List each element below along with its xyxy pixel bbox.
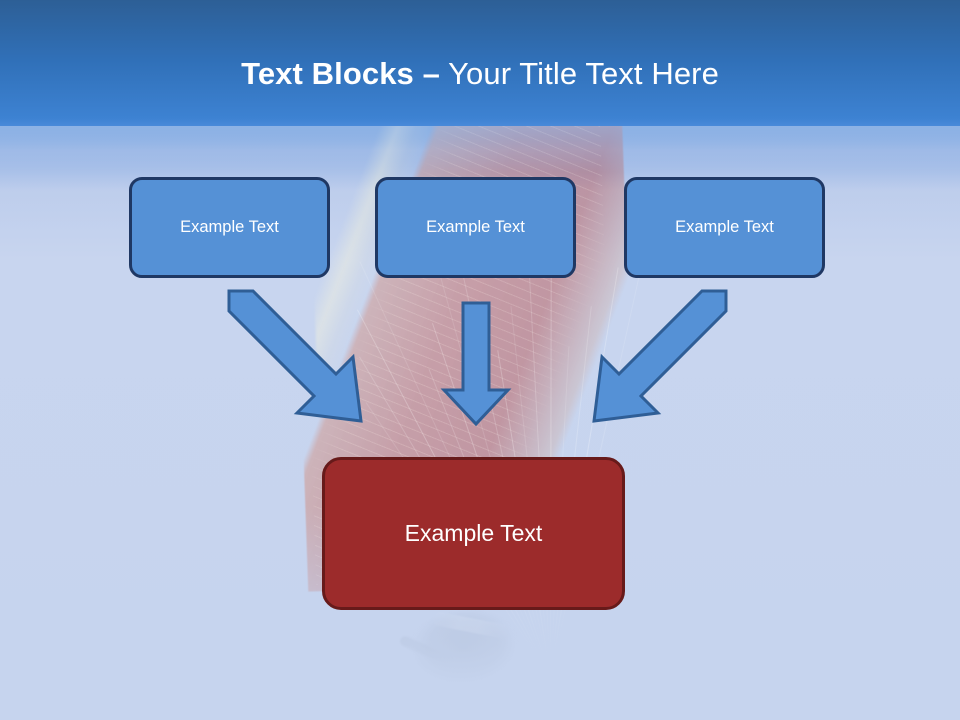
text-block-result-label: Example Text: [404, 520, 543, 546]
text-block-result[interactable]: Example Text: [322, 457, 625, 610]
slide-title-bold: Text Blocks –: [241, 56, 440, 91]
text-block-3-label: Example Text: [675, 218, 774, 236]
text-block-2-label: Example Text: [426, 218, 525, 236]
text-block-1-label: Example Text: [180, 218, 279, 236]
slide-title: Text Blocks – Your Title Text Here: [0, 54, 960, 94]
text-block-2[interactable]: Example Text: [375, 177, 576, 278]
slide-title-regular: Your Title Text Here: [439, 56, 719, 91]
text-block-1[interactable]: Example Text: [129, 177, 330, 278]
text-block-3[interactable]: Example Text: [624, 177, 825, 278]
